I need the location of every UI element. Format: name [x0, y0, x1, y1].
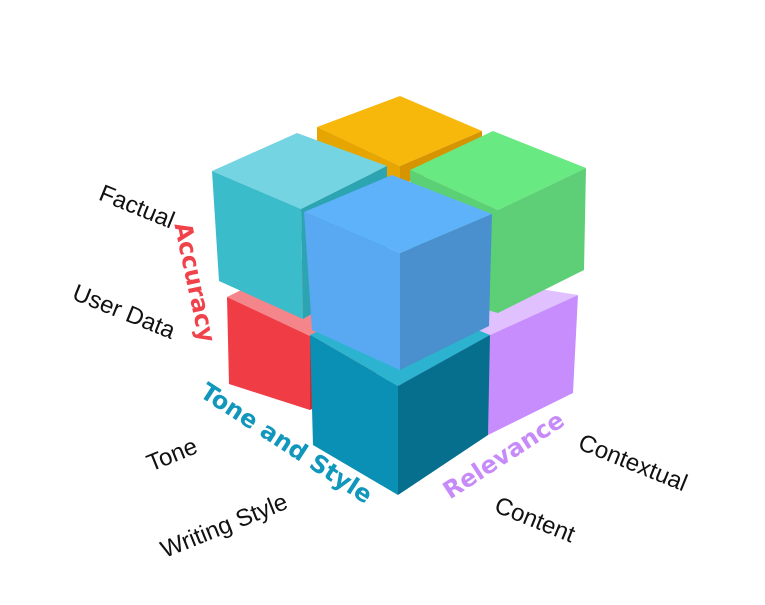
block-blue: [304, 175, 492, 370]
relevance-item-content: Content: [491, 492, 579, 549]
tone-style-item-tone: Tone: [143, 433, 201, 478]
relevance-item-contextual: Contextual: [575, 429, 692, 497]
accuracy-item-factual: Factual: [95, 180, 178, 235]
accuracy-axis-title: Accuracy: [168, 220, 221, 346]
tone-style-item-writing-style: Writing Style: [157, 488, 292, 563]
accuracy-item-user-data: User Data: [69, 279, 180, 345]
